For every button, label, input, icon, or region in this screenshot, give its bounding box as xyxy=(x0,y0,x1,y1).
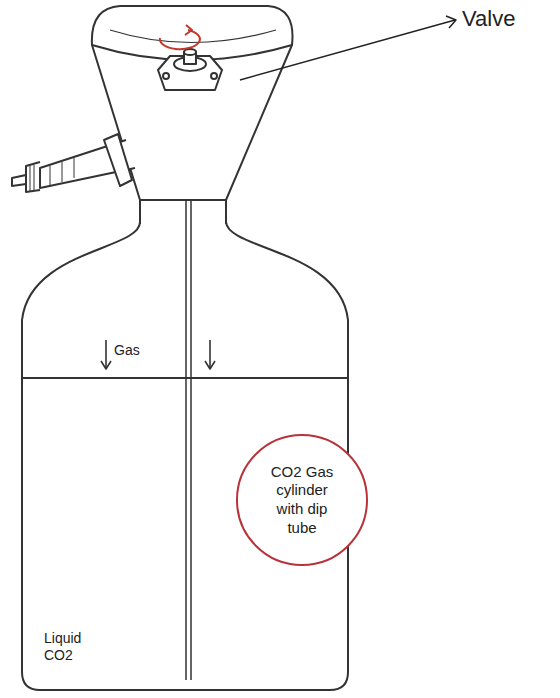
part-label: Valve xyxy=(462,6,515,32)
callout-circle: CO2 Gas cylinder with dip tube xyxy=(236,434,368,566)
gas-arrows xyxy=(101,340,215,369)
liquid-level xyxy=(22,377,348,379)
callout-text: CO2 Gas cylinder with dip tube xyxy=(261,463,343,538)
part-label: Liquid CO2 xyxy=(44,630,104,664)
dip-tube xyxy=(186,200,191,680)
part-label: Gas xyxy=(114,342,140,358)
cylinder-neck xyxy=(140,200,226,224)
leader-line xyxy=(240,20,455,80)
valve-guard xyxy=(92,6,293,200)
